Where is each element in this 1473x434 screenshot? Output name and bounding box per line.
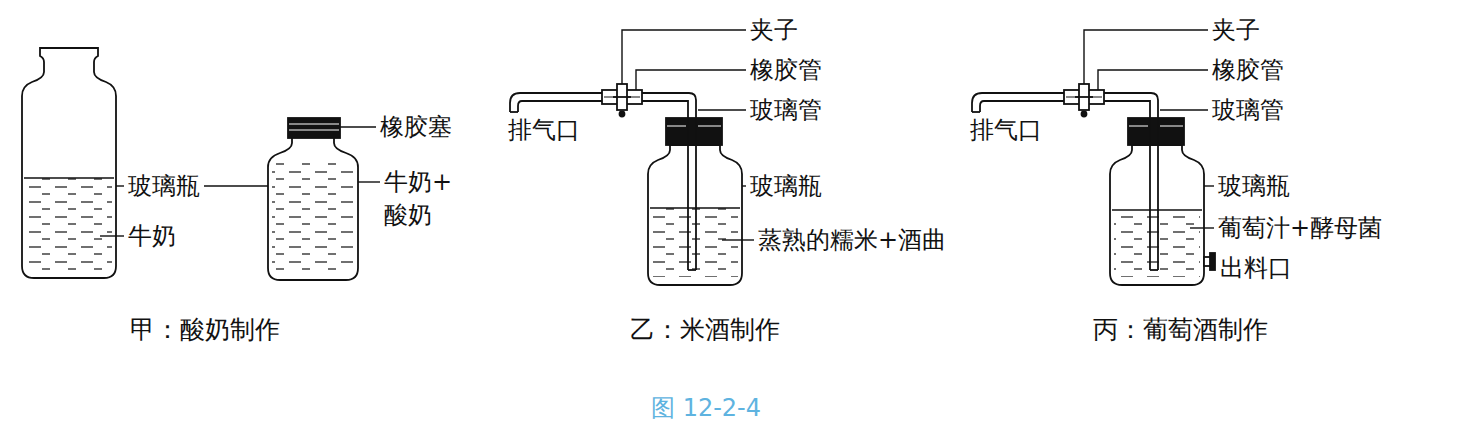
panel-title: 甲：酸奶制作 <box>130 315 280 345</box>
part-label: 夹子 <box>1212 15 1260 45</box>
part-label: 玻璃瓶 <box>750 171 822 201</box>
glass-bottle <box>667 126 686 127</box>
part-label: 排气口 <box>508 115 580 145</box>
glass-bottle <box>26 178 112 274</box>
glass-bottle <box>1160 126 1183 127</box>
part-label: 橡胶管 <box>750 55 822 85</box>
glass-bottle <box>1110 145 1204 285</box>
glass-bottle <box>268 118 358 280</box>
part-label: 蒸熟的糯米+酒曲 <box>758 225 946 255</box>
figure-caption: 图 12-2-4 <box>651 393 761 423</box>
part-label: 牛奶 <box>128 221 176 251</box>
glass-bottle <box>289 124 339 125</box>
clamp <box>613 96 631 98</box>
leader-line <box>636 70 746 90</box>
leader-line <box>622 30 746 84</box>
part-label: 夹子 <box>750 15 798 45</box>
glass-bottle <box>268 137 358 280</box>
glass-bottle <box>1114 210 1200 277</box>
leader-line <box>340 126 376 127</box>
glass-bottle <box>698 126 721 127</box>
part-label: 玻璃管 <box>1212 95 1284 125</box>
leader-line <box>1204 185 1214 186</box>
glass-bottle <box>650 207 740 208</box>
outlet <box>1210 253 1215 270</box>
leader-line <box>116 185 124 186</box>
leader-line <box>1084 30 1214 228</box>
part-label: 橡胶管 <box>1212 55 1284 85</box>
clamp <box>613 84 631 117</box>
glass-tube <box>1150 269 1158 271</box>
leader-line <box>204 185 268 186</box>
leader-line <box>622 30 754 240</box>
leader-line <box>698 109 746 110</box>
part-label: 葡萄汁+酵母菌 <box>1218 213 1382 243</box>
leader-line <box>742 185 746 186</box>
panel-title: 乙：米酒制作 <box>630 315 780 345</box>
glass-bottle <box>22 48 116 278</box>
glass-tube <box>972 111 980 113</box>
panel-title: 丙：葡萄酒制作 <box>1093 315 1268 345</box>
glass-bottle <box>652 208 738 277</box>
glass-bottle <box>648 145 742 285</box>
glass-bottle <box>648 118 742 285</box>
part-label: 牛奶+ 酸奶 <box>384 166 462 232</box>
leader-line <box>358 181 380 182</box>
part-label: 出料口 <box>1220 253 1292 283</box>
glass-bottle <box>272 160 354 274</box>
glass-bottle <box>289 130 339 131</box>
part-label: 排气口 <box>970 115 1042 145</box>
part-label: 橡胶塞 <box>380 112 452 142</box>
rubber-stopper <box>288 118 340 138</box>
clamp <box>1075 84 1093 117</box>
glass-tube <box>510 111 518 113</box>
rubber-tube <box>1066 97 1102 98</box>
part-label: 玻璃瓶 <box>1218 171 1290 201</box>
leader-line <box>1190 227 1214 228</box>
leader-line <box>722 239 754 240</box>
glass-bottle <box>666 118 722 145</box>
glass-bottle <box>1128 118 1184 145</box>
leader-line <box>1160 109 1208 110</box>
part-label: 玻璃管 <box>750 95 822 125</box>
glass-tube <box>688 269 696 271</box>
glass-bottle <box>1112 209 1202 210</box>
leader-line <box>100 235 124 236</box>
rubber-tube <box>604 97 640 98</box>
glass-bottle <box>22 48 116 278</box>
clamp <box>1082 112 1087 117</box>
leader-line <box>1084 30 1208 84</box>
glass-bottle <box>1129 126 1148 127</box>
part-label: 玻璃瓶 <box>128 171 200 201</box>
glass-bottle <box>1110 118 1204 285</box>
leader-line <box>100 127 380 236</box>
clamp <box>620 112 625 117</box>
leader-line <box>1098 70 1208 90</box>
outlet <box>1204 253 1215 270</box>
glass-bottle <box>24 177 114 178</box>
clamp <box>1075 96 1093 98</box>
